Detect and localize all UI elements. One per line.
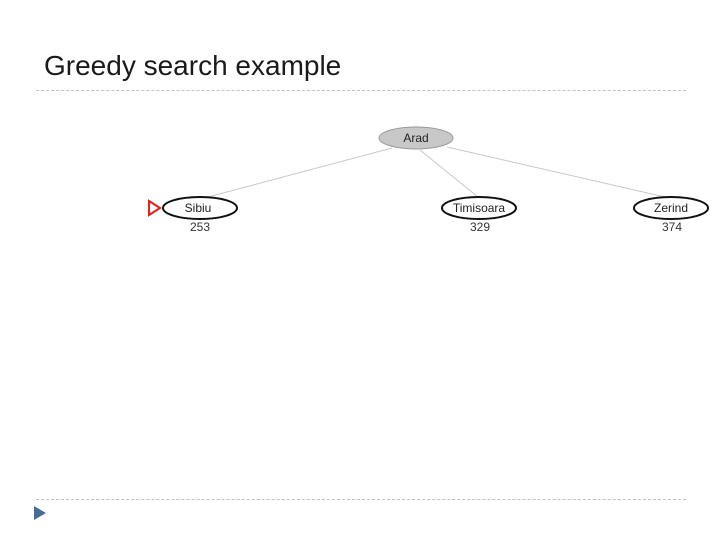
footer-divider: [36, 499, 686, 500]
footer-triangle-icon: [34, 506, 46, 520]
node-zerind: Zerind 374: [633, 196, 709, 234]
edge-arad-sibiu: [207, 147, 393, 198]
node-timisoara: Timisoara 329: [441, 196, 517, 234]
edge-arad-timisoara: [419, 149, 479, 198]
node-sibiu-label: Sibiu: [185, 201, 212, 215]
node-timisoara-heuristic: 329: [470, 220, 490, 234]
slide-title: Greedy search example: [44, 50, 342, 81]
selection-pointer-icon: [148, 199, 162, 217]
node-sibiu-heuristic: 253: [190, 220, 210, 234]
node-arad-label: Arad: [403, 131, 428, 145]
node-zerind-heuristic: 374: [662, 220, 682, 234]
title-divider: [36, 90, 686, 91]
node-zerind-label: Zerind: [654, 201, 688, 215]
node-arad: Arad: [378, 126, 454, 150]
node-timisoara-label: Timisoara: [453, 201, 506, 215]
node-sibiu: Sibiu 253: [162, 196, 238, 234]
edge-arad-zerind: [446, 146, 666, 198]
